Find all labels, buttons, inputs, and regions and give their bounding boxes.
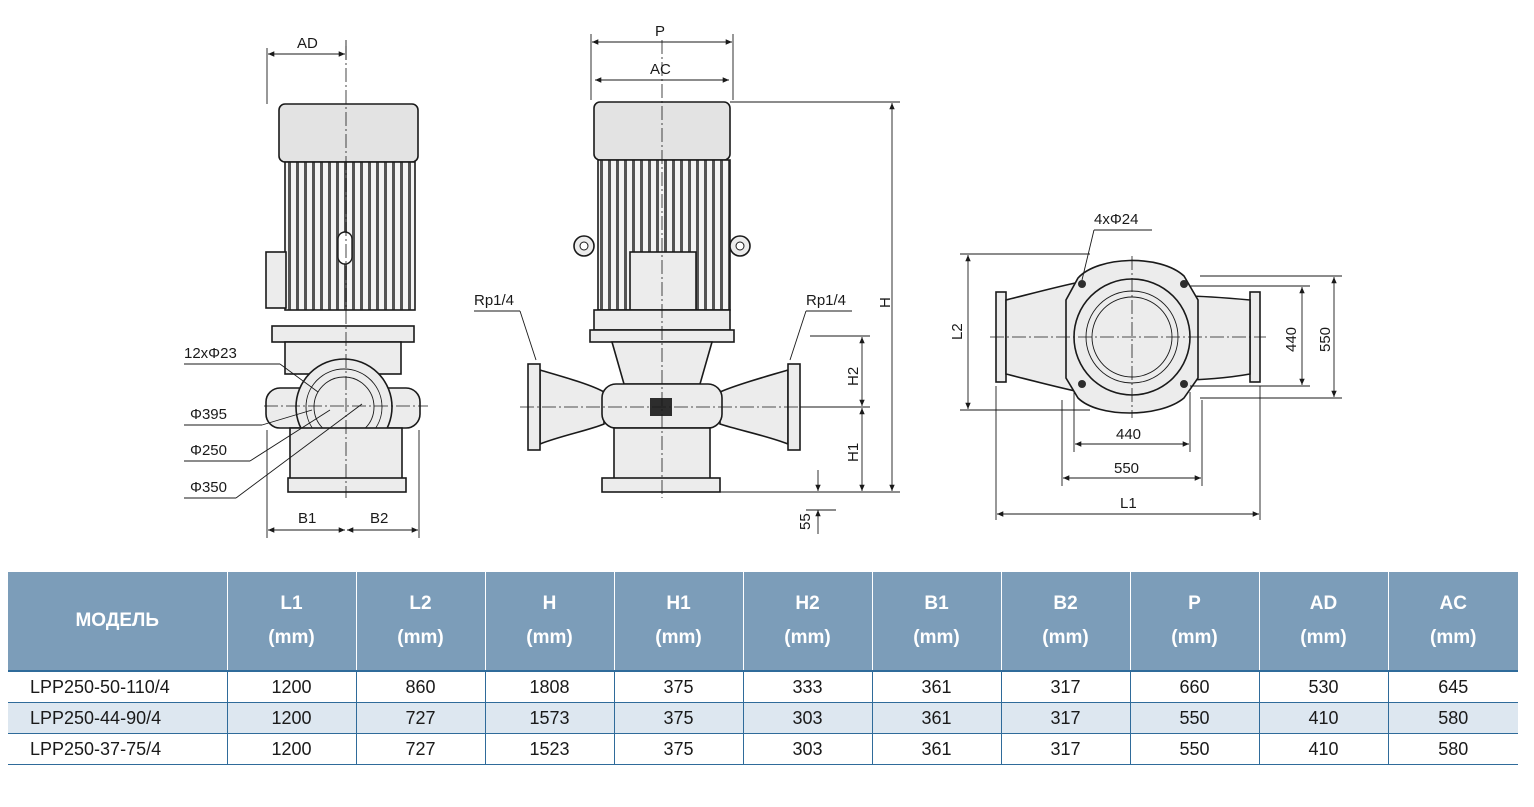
header-l1: L1(mm) xyxy=(227,572,357,671)
dim-label-550-horizontal: 550 xyxy=(1114,460,1139,477)
cell-l1: 1200 xyxy=(227,702,357,734)
cell-h: 1573 xyxy=(485,702,615,734)
header-l2: L2(mm) xyxy=(356,572,486,671)
cell-l2: 727 xyxy=(356,733,486,765)
cell-b1: 361 xyxy=(872,702,1002,734)
cell-p: 550 xyxy=(1130,702,1260,734)
cell-l2: 860 xyxy=(356,670,486,703)
cell-h1: 375 xyxy=(614,702,744,734)
cell-l1: 1200 xyxy=(227,670,357,703)
front-view: P AC H H2 H1 55 Rp1/4 Rp1/4 xyxy=(474,23,900,534)
callout-rp-left: Rp1/4 xyxy=(474,292,514,309)
callout-flange-bolts: 12xΦ23 xyxy=(184,345,237,362)
header-h2: H2(mm) xyxy=(743,572,873,671)
cell-model: LPP250-37-75/4 xyxy=(8,733,228,765)
dim-label-440-horizontal: 440 xyxy=(1116,426,1141,443)
dim-label-550-vertical: 550 xyxy=(1317,327,1334,352)
header-ad: AD(mm) xyxy=(1259,572,1389,671)
cell-p: 550 xyxy=(1130,733,1260,765)
header-h: H(mm) xyxy=(485,572,615,671)
cell-h2: 303 xyxy=(743,702,873,734)
callout-dia-350: Φ350 xyxy=(190,479,227,496)
callout-dia-250: Φ250 xyxy=(190,442,227,459)
dim-label-p: P xyxy=(655,23,665,40)
cell-h1: 375 xyxy=(614,733,744,765)
cell-h2: 303 xyxy=(743,733,873,765)
cell-b1: 361 xyxy=(872,733,1002,765)
cell-b2: 317 xyxy=(1001,702,1131,734)
dim-label-h: H xyxy=(877,297,894,308)
dim-label-b1: B1 xyxy=(298,510,316,527)
dim-label-ac: AC xyxy=(650,61,671,78)
cell-p: 660 xyxy=(1130,670,1260,703)
table-row: LPP250-50-110/4 1200 860 1808 375 333 36… xyxy=(8,670,1518,703)
header-ac: AC(mm) xyxy=(1388,572,1518,671)
dim-label-h1: H1 xyxy=(845,443,862,462)
header-b1: B1(mm) xyxy=(872,572,1002,671)
cell-b2: 317 xyxy=(1001,733,1131,765)
cell-l2: 727 xyxy=(356,702,486,734)
cell-ad: 530 xyxy=(1259,670,1389,703)
cell-model: LPP250-50-110/4 xyxy=(8,670,228,703)
cell-ac: 645 xyxy=(1388,670,1518,703)
cell-h1: 375 xyxy=(614,670,744,703)
cell-b2: 317 xyxy=(1001,670,1131,703)
table-row: LPP250-44-90/4 1200 727 1573 375 303 361… xyxy=(8,702,1518,734)
cell-ac: 580 xyxy=(1388,733,1518,765)
table-row: LPP250-37-75/4 1200 727 1523 375 303 361… xyxy=(8,733,1518,765)
callout-rp-right: Rp1/4 xyxy=(806,292,846,309)
cell-ac: 580 xyxy=(1388,702,1518,734)
dim-label-440-vertical: 440 xyxy=(1283,327,1300,352)
header-model-label: МОДЕЛЬ xyxy=(75,610,160,631)
callout-base-bolts: 4xΦ24 xyxy=(1094,211,1139,228)
dim-label-h2: H2 xyxy=(845,367,862,386)
cell-ad: 410 xyxy=(1259,702,1389,734)
cell-h: 1523 xyxy=(485,733,615,765)
technical-drawing: AD B1 B2 12xΦ23 Φ395 Φ250 Φ350 xyxy=(184,23,1342,538)
top-view: L2 440 550 440 550 L1 4xΦ24 xyxy=(949,211,1342,520)
dim-label-l2: L2 xyxy=(949,323,966,340)
cell-h2: 333 xyxy=(743,670,873,703)
dim-label-l1: L1 xyxy=(1120,495,1137,512)
table-header-row: МОДЕЛЬ L1(mm) L2(mm) H(mm) H1(mm) H2(mm)… xyxy=(8,572,1518,671)
header-h1: H1(mm) xyxy=(614,572,744,671)
cell-h: 1808 xyxy=(485,670,615,703)
cell-l1: 1200 xyxy=(227,733,357,765)
cell-b1: 361 xyxy=(872,670,1002,703)
header-p: P(mm) xyxy=(1130,572,1260,671)
cell-model: LPP250-44-90/4 xyxy=(8,702,228,734)
dim-label-ad: AD xyxy=(297,35,318,52)
cell-ad: 410 xyxy=(1259,733,1389,765)
header-b2: B2(mm) xyxy=(1001,572,1131,671)
dim-label-b2: B2 xyxy=(370,510,388,527)
callout-dia-395: Φ395 xyxy=(190,406,227,423)
side-view: AD B1 B2 12xΦ23 Φ395 Φ250 Φ350 xyxy=(184,35,428,538)
dim-label-55: 55 xyxy=(797,513,814,530)
specification-table: МОДЕЛЬ L1(mm) L2(mm) H(mm) H1(mm) H2(mm)… xyxy=(8,572,1518,765)
header-model: МОДЕЛЬ xyxy=(8,572,228,671)
